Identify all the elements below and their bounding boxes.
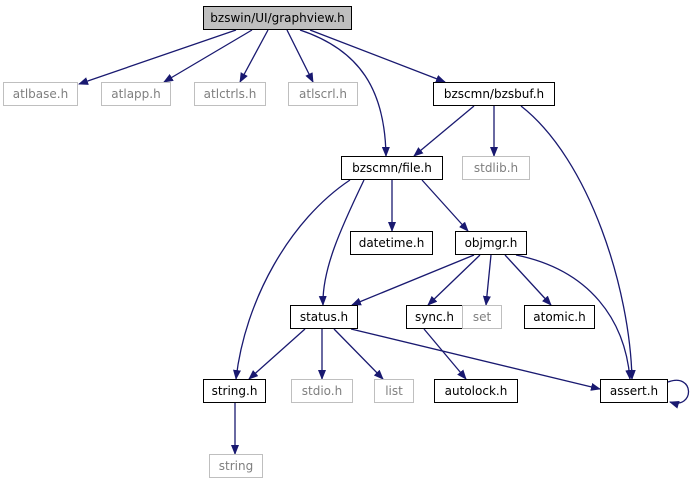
node-stdlib-h[interactable]: stdlib.h [462, 156, 530, 180]
edge-graphview-bzsbuf [309, 29, 446, 83]
edge-file-objmgr [421, 179, 469, 232]
edge-status-assert [350, 328, 601, 391]
node-graphview-h[interactable]: bzswin/UI/graphview.h [203, 6, 352, 30]
node-assert-h[interactable]: assert.h [600, 379, 668, 403]
edge-status-string [248, 328, 306, 380]
node-atlctrls-h[interactable]: atlctrls.h [194, 82, 266, 106]
edge-graphview-atlctrls [239, 29, 269, 83]
edge-status-list [333, 328, 384, 380]
edge-objmgr-set [482, 254, 492, 306]
edge-objmgr-sync [427, 254, 481, 306]
node-list[interactable]: list [374, 379, 414, 403]
node-bzsbuf-h[interactable]: bzscmn/bzsbuf.h [433, 82, 555, 106]
node-atlbase-h[interactable]: atlbase.h [3, 82, 78, 106]
node-status-h[interactable]: status.h [290, 305, 358, 329]
edge-bzsbuf-assert [520, 105, 636, 380]
edge-graphview-atlscrl [286, 29, 314, 83]
edge-assert-self [667, 379, 690, 409]
node-string[interactable]: string [209, 454, 263, 478]
edge-graphview-file [299, 29, 390, 157]
edge-file-status [318, 179, 365, 306]
dependency-edges [78, 29, 690, 455]
node-objmgr-h[interactable]: objmgr.h [455, 231, 527, 255]
node-atlapp-h[interactable]: atlapp.h [101, 82, 171, 106]
edge-graphview-atlbase [78, 29, 237, 85]
edge-graphview-atlapp [163, 29, 253, 83]
edge-objmgr-atomic [504, 254, 552, 306]
node-stdio-h[interactable]: stdio.h [291, 379, 353, 403]
edge-file-string [233, 179, 351, 380]
node-string-h[interactable]: string.h [203, 379, 266, 403]
node-autolock-h[interactable]: autolock.h [434, 379, 518, 403]
edge-sync-autolock [423, 328, 467, 380]
node-set[interactable]: set [462, 305, 502, 329]
node-file-h[interactable]: bzscmn/file.h [341, 156, 443, 180]
edge-objmgr-status [351, 254, 475, 306]
edge-objmgr-assert [515, 254, 634, 380]
node-datetime-h[interactable]: datetime.h [350, 231, 433, 255]
node-sync-h[interactable]: sync.h [406, 305, 463, 329]
edge-bzsbuf-file [413, 105, 475, 157]
node-atomic-h[interactable]: atomic.h [524, 305, 595, 329]
node-atlscrl-h[interactable]: atlscrl.h [288, 82, 358, 106]
